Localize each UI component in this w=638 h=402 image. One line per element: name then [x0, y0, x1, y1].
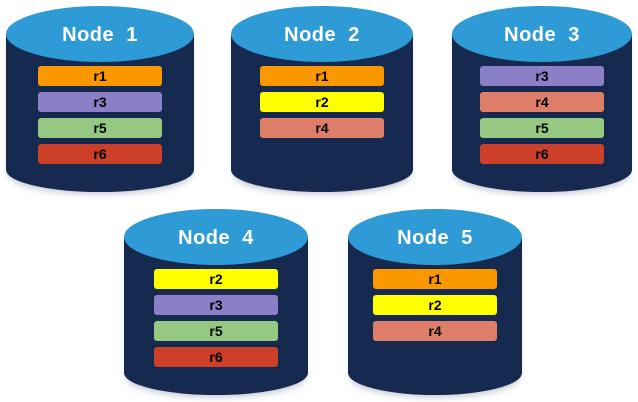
cylinder-shape — [452, 6, 632, 192]
cylinder-shape — [124, 209, 308, 395]
replica-bar[interactable]: r3 — [38, 92, 162, 112]
cylinder-top-ellipse — [124, 209, 308, 265]
replica-list: r3 r4 r5 r6 — [452, 66, 632, 164]
replica-bar[interactable]: r1 — [373, 269, 497, 289]
replica-bar[interactable]: r2 — [373, 295, 497, 315]
replica-bar[interactable]: r5 — [154, 321, 278, 341]
replica-bar[interactable]: r5 — [38, 118, 162, 138]
replica-bar[interactable]: r3 — [480, 66, 604, 86]
replica-bar[interactable]: r3 — [154, 295, 278, 315]
cylinder-top-ellipse — [452, 6, 632, 62]
replica-bar[interactable]: r1 — [260, 66, 384, 86]
replica-bar[interactable]: r6 — [38, 144, 162, 164]
replica-bar[interactable]: r2 — [260, 92, 384, 112]
replica-list: r1 r2 r4 — [348, 269, 522, 341]
replica-bar[interactable]: r4 — [260, 118, 384, 138]
cylinder-top-ellipse — [231, 6, 413, 62]
cylinder-top-ellipse — [6, 6, 194, 62]
replica-bar[interactable]: r5 — [480, 118, 604, 138]
replica-bar[interactable]: r4 — [373, 321, 497, 341]
replica-list: r1 r3 r5 r6 — [6, 66, 194, 164]
cylinder-shape — [348, 209, 522, 395]
replica-list: r1 r2 r4 — [231, 66, 413, 138]
replica-bar[interactable]: r1 — [38, 66, 162, 86]
replica-bar[interactable]: r4 — [480, 92, 604, 112]
cylinder-shape — [6, 6, 194, 192]
replica-bar[interactable]: r2 — [154, 269, 278, 289]
cylinder-shape — [231, 6, 413, 192]
replica-bar[interactable]: r6 — [480, 144, 604, 164]
replica-list: r2 r3 r5 r6 — [124, 269, 308, 367]
replica-bar[interactable]: r6 — [154, 347, 278, 367]
cylinder-top-ellipse — [348, 209, 522, 265]
